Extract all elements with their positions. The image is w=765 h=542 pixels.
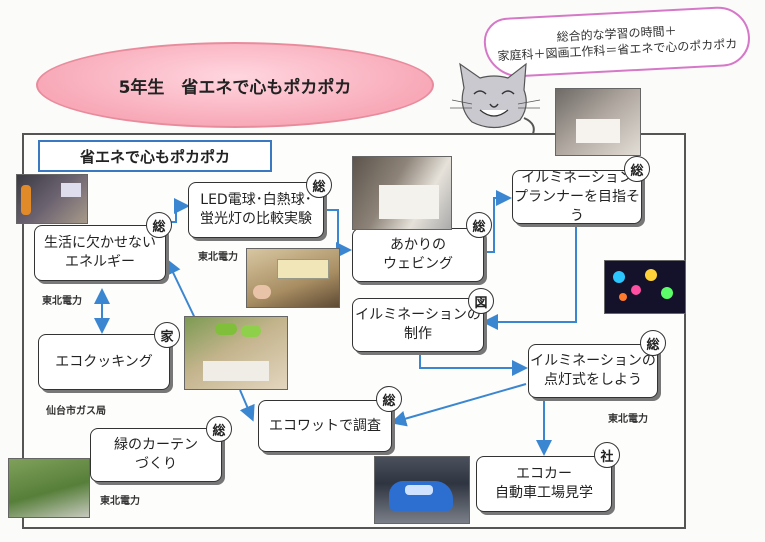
badge-ecocook: 家 (154, 322, 180, 348)
caption-lighting: 東北電力 (608, 414, 648, 425)
photo-illumination (604, 260, 686, 314)
node-webbing-line2: ウェビング (383, 256, 453, 272)
badge-lighting: 総 (640, 330, 666, 356)
node-making-line1: イルミネーションの (355, 307, 481, 323)
badge-curtain: 総 (206, 416, 232, 442)
node-ecowatt-line1: エコワットで調査 (269, 417, 381, 434)
node-ecocar-line2: 自動車工場見学 (495, 485, 593, 501)
node-curtain-line1: 緑のカーテン (114, 437, 198, 453)
badge-ecowatt: 総 (376, 386, 402, 412)
node-ecocook: エコクッキング (38, 334, 170, 390)
badge-planner: 総 (624, 156, 650, 182)
node-webbing: あかりの ウェビング (352, 228, 484, 282)
node-energy-line1: 生活に欠かせない (44, 235, 156, 251)
node-lighting-line1: イルミネーションの (530, 353, 656, 369)
node-led: LED電球･白熱球･ 蛍光灯の比較実験 (188, 182, 324, 238)
node-planner-line1: イルミネーション (521, 169, 633, 186)
node-ecocook-line1: エコクッキング (55, 353, 153, 370)
node-lighting: イルミネーションの 点灯式をしよう (528, 344, 658, 398)
node-making: イルミネーションの 制作 (352, 298, 484, 352)
node-energy: 生活に欠かせない エネルギー (34, 225, 166, 281)
caption-led: 東北電力 (198, 252, 238, 263)
frame-title: 省エネで心もポカポカ (38, 140, 272, 172)
badge-energy: 総 (146, 212, 172, 238)
node-ecowatt: エコワットで調査 (258, 400, 392, 452)
caption-curtain: 東北電力 (100, 496, 140, 507)
node-ecocar-line1: エコカー (516, 466, 572, 482)
node-led-line1: LED電球･白熱球･ (200, 192, 312, 208)
caption-energy: 東北電力 (42, 296, 82, 307)
badge-ecocar: 社 (594, 442, 620, 468)
photo-led-experiment (246, 248, 340, 308)
node-energy-line2: エネルギー (65, 254, 135, 270)
photo-green-curtain (8, 458, 90, 518)
photo-webbing (352, 156, 452, 230)
node-planner-line2: プランナーを目指そう (514, 188, 640, 224)
photo-ecocar (374, 456, 470, 524)
node-ecocar: エコカー 自動車工場見学 (476, 456, 612, 512)
node-curtain-line2: づくり (135, 456, 177, 472)
caption-ecocook: 仙台市ガス局 (46, 406, 106, 417)
node-making-line2: 制作 (404, 326, 432, 342)
node-planner: イルミネーション プランナーを目指そう (512, 170, 642, 224)
badge-webbing: 総 (466, 212, 492, 238)
node-curtain: 緑のカーテン づくり (90, 428, 222, 482)
photo-ecocook (184, 316, 288, 390)
badge-making: 図 (468, 288, 494, 314)
photo-energy-class (16, 174, 88, 224)
badge-led: 総 (306, 172, 332, 198)
cat-icon (450, 62, 541, 137)
node-webbing-line1: あかりの (390, 237, 446, 253)
node-led-line2: 蛍光灯の比較実験 (200, 211, 312, 227)
node-lighting-line2: 点灯式をしよう (544, 372, 642, 388)
photo-planner (555, 88, 641, 156)
page-title: 5年生 省エネで心もポカポカ (36, 42, 434, 128)
